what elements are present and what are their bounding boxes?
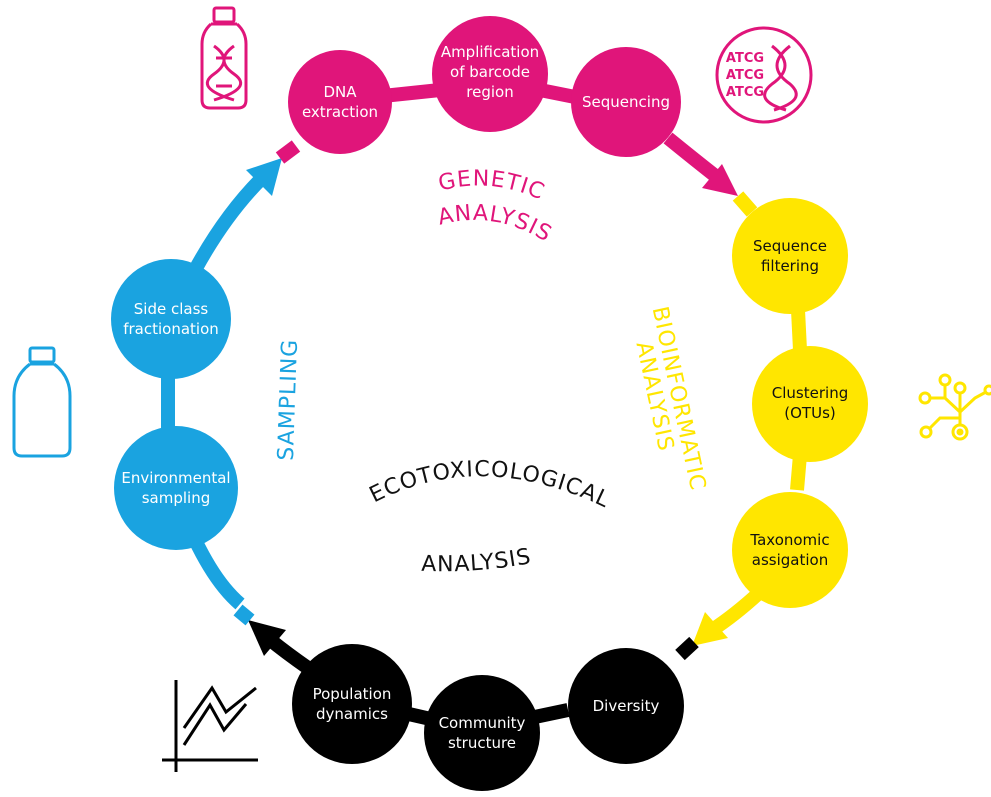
genetic-arrowhead: [702, 164, 738, 196]
svg-text:ATCG: ATCG: [726, 68, 764, 83]
sampling-arrowhead: [246, 158, 282, 196]
svg-text:Diversity: Diversity: [593, 697, 660, 715]
bioinformatic-connector: [791, 309, 807, 351]
ecotox-connector: [675, 636, 699, 661]
svg-text:Sequencing: Sequencing: [582, 93, 670, 111]
phase-label-bioinformatic: BIOINFORMATIC ANALYSIS: [631, 304, 711, 493]
genetic-connector: [275, 140, 301, 164]
svg-text:Clustering(OTUs): Clustering(OTUs): [772, 384, 848, 422]
svg-text:ANALYSIS: ANALYSIS: [421, 544, 533, 577]
svg-text:ATCG: ATCG: [726, 51, 764, 66]
node-diversity: Diversity: [568, 648, 684, 764]
bioinformatic-connector: [708, 586, 765, 636]
bottle-icon: [12, 346, 72, 458]
svg-text:SAMPLING: SAMPLING: [274, 338, 303, 461]
phase-label-sampling: SAMPLING: [274, 338, 303, 461]
svg-text:ATCG: ATCG: [726, 85, 764, 100]
dna-sequence-icon: ATCG ATCG ATCG: [715, 26, 813, 124]
bioinformatic-arrowhead: [692, 612, 728, 646]
svg-text:ANALYSIS: ANALYSIS: [436, 201, 557, 248]
sampling-connector: [233, 604, 255, 626]
node-sequencing: Sequencing: [571, 47, 681, 157]
phase-label-genetic: GENETIC ANALYSIS: [436, 166, 557, 248]
ecotox-arrowhead: [248, 620, 286, 656]
dna-vial-icon: [200, 6, 248, 110]
node-clustering: Clustering(OTUs): [752, 346, 868, 462]
svg-text:GENETIC: GENETIC: [436, 166, 548, 205]
sampling-connector: [188, 173, 267, 274]
bioinformatic-connector: [732, 191, 758, 217]
svg-text:ECOTOXICOLOGICAL: ECOTOXICOLOGICAL: [366, 457, 614, 513]
genetic-connector: [663, 132, 723, 184]
network-tree-icon: [918, 373, 991, 441]
chart-icon: [162, 680, 258, 772]
phase-label-ecotox: ECOTOXICOLOGICAL ANALYSIS: [366, 457, 614, 577]
